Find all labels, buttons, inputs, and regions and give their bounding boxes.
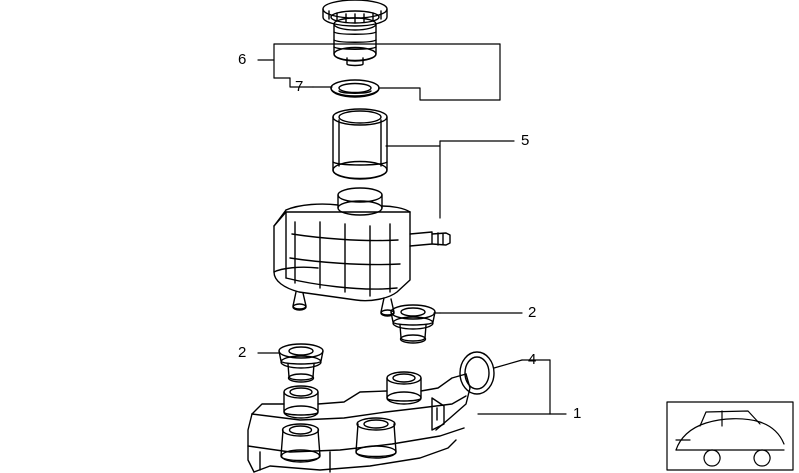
callout-label-5: 5 [521, 132, 530, 149]
callout-label-4: 4 [528, 351, 537, 368]
part-master-cylinder [247, 371, 471, 473]
vehicle-silhouette-inset [666, 401, 794, 471]
callout-leaders [257, 43, 567, 415]
callout-label-6: 6 [238, 51, 247, 68]
part-expansion-tank [273, 187, 451, 317]
callout-label-2-lower: 2 [238, 344, 247, 361]
callout-label-7: 7 [295, 78, 304, 95]
callout-label-1: 1 [573, 405, 582, 422]
part-sealing-ring [330, 79, 380, 98]
part-filler-neck-tube [332, 108, 388, 180]
part-grommet-lower [278, 343, 324, 383]
part-o-ring [459, 351, 495, 395]
part-grommet-upper [390, 304, 436, 344]
part-reservoir-cap [322, 0, 388, 67]
callout-label-2-upper: 2 [528, 304, 537, 321]
